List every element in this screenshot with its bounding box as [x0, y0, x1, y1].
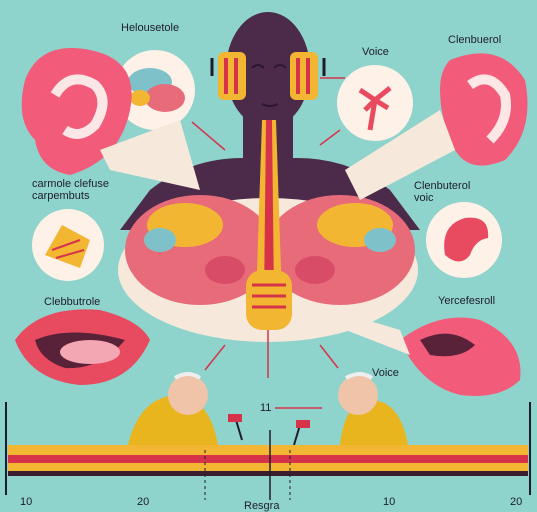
microphone-center [246, 270, 292, 330]
label-bottom-center: Resgra [244, 500, 280, 512]
timeline-tick: 20 [137, 496, 150, 508]
speaker-right-head [338, 375, 378, 415]
timeline-tick: 10 [20, 496, 33, 508]
label-right-mid-2: voic [414, 192, 434, 204]
label-left-mid-1: carmole clefuse [32, 178, 110, 190]
label-left-mid-2: carpembuts [32, 190, 90, 202]
sound-cone-left [100, 120, 200, 190]
timeline-tick: 10 [383, 496, 396, 508]
mic-right [296, 420, 310, 428]
ear-left [21, 48, 132, 175]
label-marker: 11 [260, 402, 272, 414]
label-voice-top: Voice [362, 46, 389, 58]
label-right-lower: Yercefesroll [438, 295, 496, 307]
mic-left [228, 414, 242, 422]
figure-head [226, 12, 310, 128]
headphone-right [290, 52, 318, 100]
label-left-lower: Clebbutrole [44, 296, 101, 308]
speaker-left-head [168, 375, 208, 415]
timeline-tick: 20 [510, 496, 523, 508]
headphone-left [218, 52, 246, 100]
label-voice-bottom: Voice [372, 367, 399, 379]
figure-face [251, 64, 287, 107]
sound-cone-right [345, 110, 455, 200]
timeline [5, 402, 531, 500]
ear-right [440, 53, 528, 166]
label-right-mid-1: Clenbuterol [414, 180, 471, 192]
label-top-left: Helousetole [121, 22, 180, 34]
label-top-right: Clenbuerol [448, 34, 502, 46]
mouth-right [400, 317, 521, 396]
